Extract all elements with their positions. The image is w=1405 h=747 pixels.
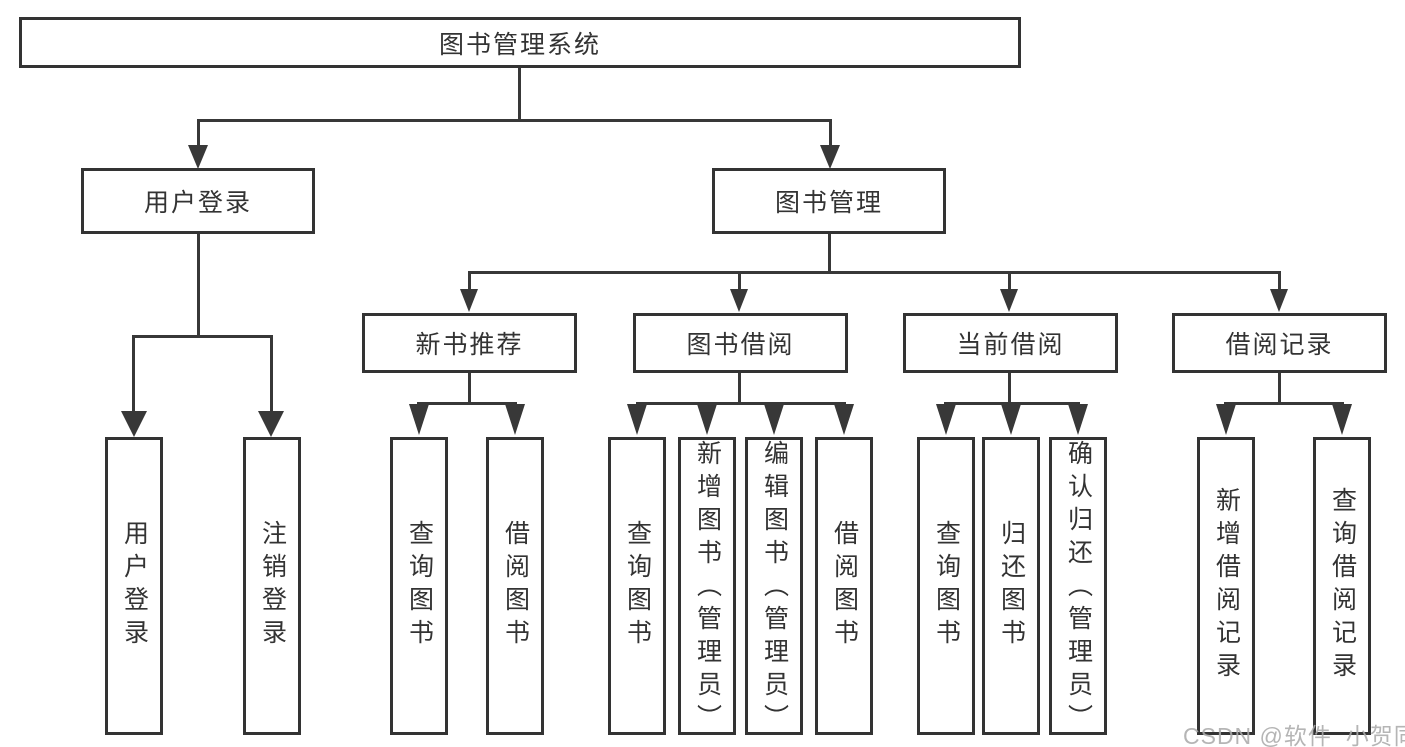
node-root-label: 图书管理系统	[438, 30, 601, 59]
leaf-query-books-2: 查询图书	[608, 437, 666, 735]
arrow-down-icon	[1001, 404, 1021, 435]
connector-line	[197, 119, 832, 122]
arrow-down-icon	[936, 404, 956, 435]
arrow-down-icon	[764, 404, 784, 435]
node-root: 图书管理系统	[19, 17, 1021, 68]
arrow-down-icon	[1270, 289, 1288, 312]
leaf-logout-label: 注销登录	[258, 520, 287, 652]
leaf-borrow-books-1: 借阅图书	[486, 437, 544, 735]
arrow-down-icon	[121, 411, 147, 437]
leaf-query-books-2-label: 查询图书	[623, 520, 652, 652]
node-new-book-recommend-label: 新书推荐	[415, 331, 524, 359]
leaf-edit-books-admin: 编辑图书（管理员）	[745, 437, 803, 737]
arrow-down-icon	[188, 145, 208, 169]
connector-line	[1224, 402, 1344, 405]
leaf-query-borrow-record: 查询借阅记录	[1313, 437, 1371, 735]
node-book-management-label: 图书管理	[774, 189, 883, 217]
connector-line	[197, 234, 200, 335]
arrow-down-icon	[730, 289, 748, 312]
leaf-logout: 注销登录	[243, 437, 301, 735]
node-user-login: 用户登录	[81, 168, 315, 234]
leaf-add-borrow-record: 新增借阅记录	[1197, 437, 1255, 735]
connector-line	[944, 402, 1080, 405]
connector-line	[270, 335, 273, 413]
leaf-return-books: 归还图书	[982, 437, 1040, 735]
leaf-borrow-books-2: 借阅图书	[815, 437, 873, 735]
leaf-query-books-1-label: 查询图书	[405, 520, 434, 652]
connector-line	[132, 335, 135, 413]
connector-line	[1008, 271, 1011, 291]
leaf-borrow-books-1-label: 借阅图书	[501, 520, 530, 652]
leaf-edit-books-admin-label: 编辑图书（管理员）	[760, 440, 789, 737]
arrow-down-icon	[1068, 404, 1088, 435]
node-borrow-records-label: 借阅记录	[1225, 331, 1334, 359]
leaf-query-books-1: 查询图书	[390, 437, 448, 735]
connector-line	[468, 271, 471, 291]
connector-line	[636, 402, 846, 405]
arrow-down-icon	[1216, 404, 1236, 435]
connector-line	[468, 271, 1281, 274]
connector-line	[829, 119, 832, 147]
arrow-down-icon	[505, 404, 525, 435]
connector-line	[738, 271, 741, 291]
connector-line	[468, 373, 471, 402]
connector-line	[738, 373, 741, 402]
arrow-down-icon	[460, 289, 478, 312]
leaf-confirm-return-admin: 确认归还（管理员）	[1049, 437, 1107, 737]
leaf-user-login-label: 用户登录	[120, 520, 149, 652]
node-current-borrow-label: 当前借阅	[956, 331, 1065, 359]
leaf-query-borrow-record-label: 查询借阅记录	[1328, 487, 1357, 685]
csdn-watermark: CSDN @软件_小贺同学	[1183, 723, 1405, 747]
leaf-add-borrow-record-label: 新增借阅记录	[1212, 487, 1241, 685]
arrow-down-icon	[1332, 404, 1352, 435]
arrow-down-icon	[258, 411, 284, 437]
leaf-add-books-admin-label: 新增图书（管理员）	[693, 440, 722, 737]
connector-line	[197, 119, 200, 147]
arrow-down-icon	[1000, 289, 1018, 312]
arrow-down-icon	[820, 145, 840, 169]
node-current-borrow: 当前借阅	[903, 313, 1118, 373]
arrow-down-icon	[627, 404, 647, 435]
arrow-down-icon	[834, 404, 854, 435]
connector-line	[828, 234, 831, 271]
arrow-down-icon	[697, 404, 717, 435]
connector-line	[417, 402, 517, 405]
leaf-user-login: 用户登录	[105, 437, 163, 735]
arrow-down-icon	[409, 404, 429, 435]
leaf-query-books-3: 查询图书	[917, 437, 975, 735]
node-book-borrow: 图书借阅	[633, 313, 848, 373]
connector-line	[1278, 373, 1281, 402]
connector-line	[1278, 271, 1281, 291]
connector-line	[1008, 373, 1011, 402]
node-book-management: 图书管理	[712, 168, 946, 234]
node-book-borrow-label: 图书借阅	[686, 331, 795, 359]
connector-line	[518, 68, 521, 119]
leaf-query-books-3-label: 查询图书	[932, 520, 961, 652]
leaf-add-books-admin: 新增图书（管理员）	[678, 437, 736, 737]
node-new-book-recommend: 新书推荐	[362, 313, 577, 373]
node-borrow-records: 借阅记录	[1172, 313, 1387, 373]
node-user-login-label: 用户登录	[143, 189, 252, 217]
leaf-return-books-label: 归还图书	[997, 520, 1026, 652]
connector-line	[132, 335, 273, 338]
leaf-confirm-return-admin-label: 确认归还（管理员）	[1064, 440, 1093, 737]
leaf-borrow-books-2-label: 借阅图书	[830, 520, 859, 652]
